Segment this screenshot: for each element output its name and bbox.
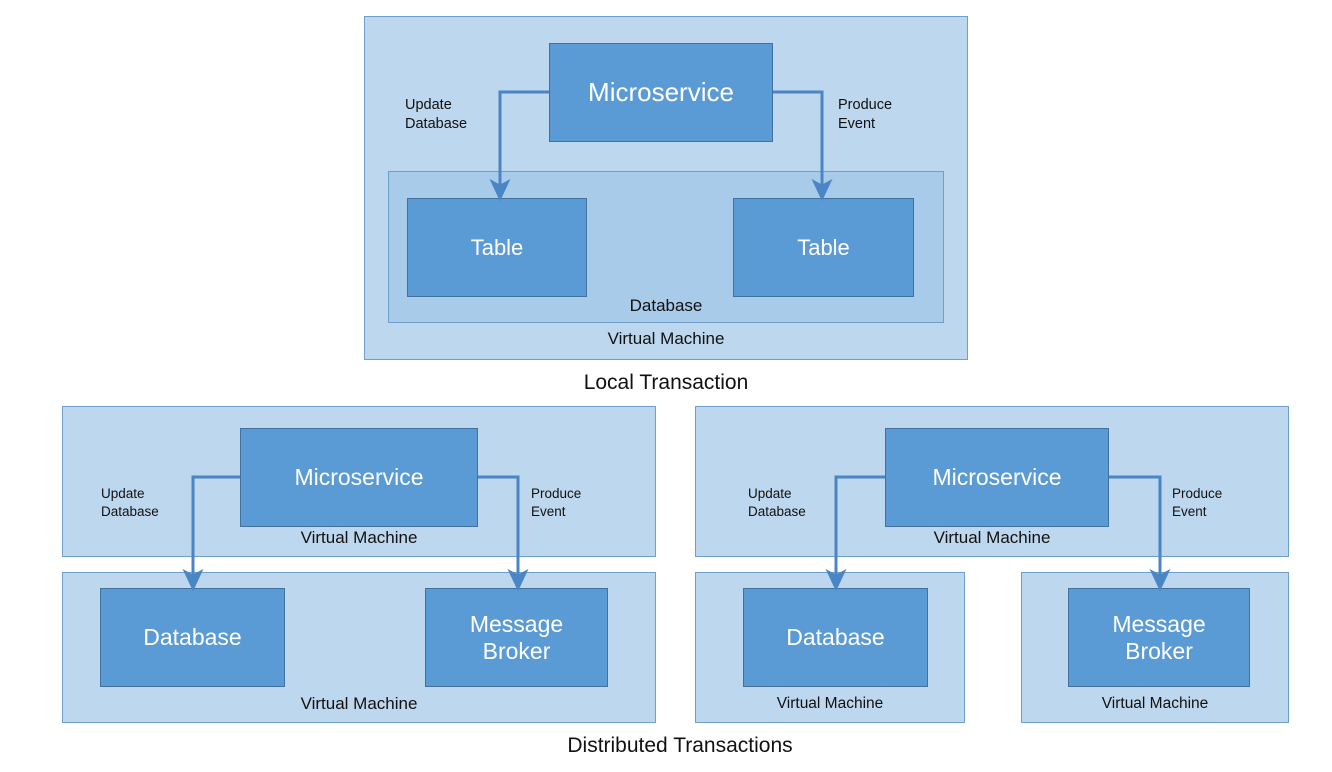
dist-right-vm-top-label: Virtual Machine [933,528,1051,547]
local-table-right-label: Table [797,234,850,260]
distributed-transactions-caption: Distributed Transactions [567,734,793,757]
dist-right-database-node: Database [743,588,928,687]
local-table-left-node: Table [407,198,587,297]
dist-right-edge-produce-event-label: Produce Event [1172,486,1223,519]
dist-left-database-node: Database [100,588,285,687]
local-table-left-label: Table [470,234,524,260]
dist-right-edge-update-database-label: Update Database [748,486,806,519]
local-database-label: Database [629,296,703,315]
local-edge-produce-event-label: Produce Event [838,97,893,132]
dist-left-message-broker-node: Message Broker [425,588,608,687]
local-microservice-label: Microservice [588,77,734,108]
dist-right-message-broker-node: Message Broker [1068,588,1250,687]
dist-left-vm-bottom-label: Virtual Machine [300,694,418,713]
dist-left-vm-top-label: Virtual Machine [300,528,418,547]
dist-right-microservice-label: Microservice [932,464,1062,491]
dist-left-edge-update-database-label: Update Database [101,486,159,519]
local-edge-update-database-label: Update Database [405,97,468,132]
dist-left-database-label: Database [143,624,242,651]
dist-right-microservice-node: Microservice [885,428,1109,527]
dist-right-message-broker-label: Message Broker [1112,610,1206,664]
local-transaction-caption: Local Transaction [583,371,749,394]
local-table-right-node: Table [733,198,914,297]
local-virtual-machine-label: Virtual Machine [607,329,725,348]
local-microservice-node: Microservice [549,43,773,142]
dist-left-microservice-node: Microservice [240,428,478,527]
dist-left-edge-produce-event-label: Produce Event [531,486,582,519]
dist-right-vm-database-label: Virtual Machine [776,695,884,712]
dist-left-microservice-label: Microservice [294,464,424,491]
dist-right-database-label: Database [786,624,885,651]
dist-right-vm-broker-label: Virtual Machine [1101,695,1209,712]
dist-left-message-broker-label: Message Broker [469,610,564,664]
